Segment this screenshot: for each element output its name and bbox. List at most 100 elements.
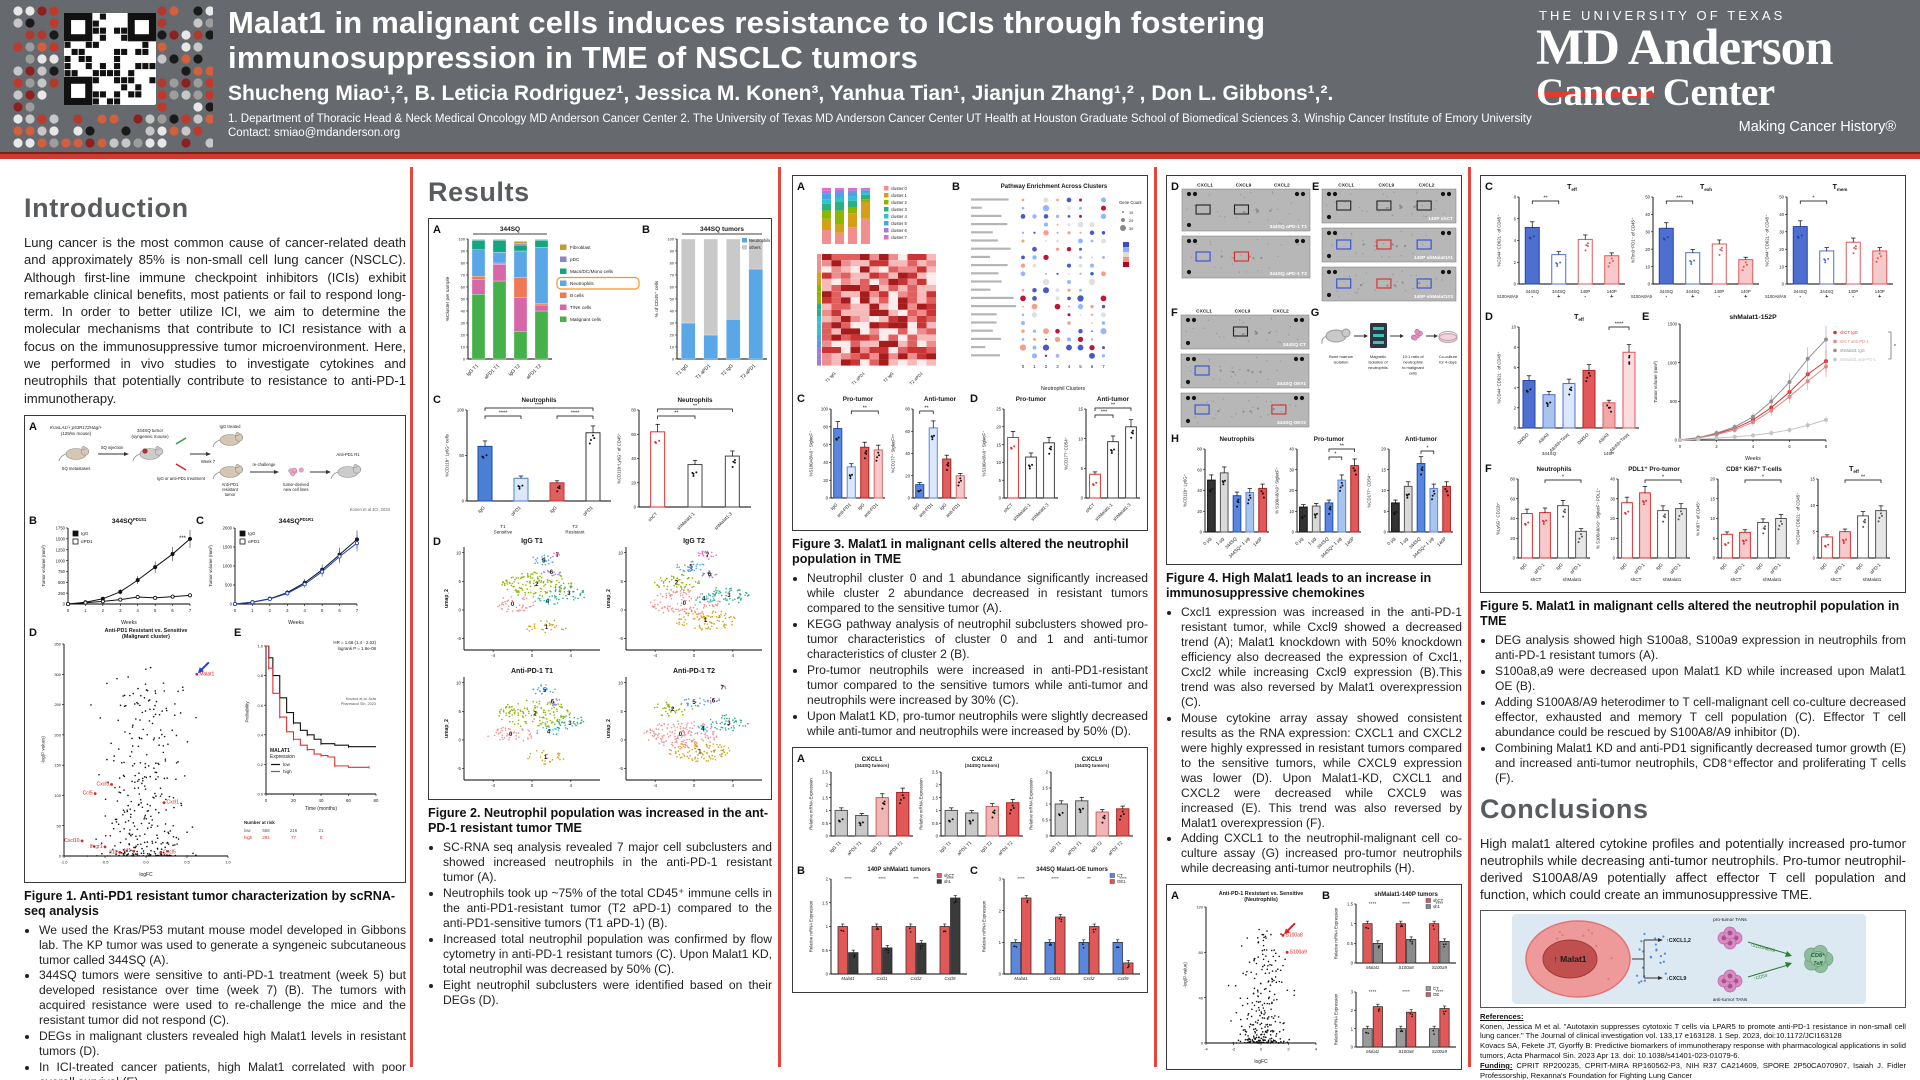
figure1-bullets: We used the Kras/P53 mutant mouse model … — [39, 923, 406, 1080]
panel-letter: C — [195, 514, 204, 527]
svg-text:Malat1: Malat1 — [841, 976, 855, 981]
svg-text:CXCL9: CXCL9 — [1234, 309, 1250, 315]
panel-letter: D — [433, 536, 441, 548]
svg-text:****: **** — [1369, 989, 1377, 995]
svg-text:aPD1 T1: aPD1 T1 — [846, 839, 863, 856]
svg-text:21: 21 — [319, 828, 324, 833]
svg-text:500: 500 — [1670, 399, 1678, 404]
svg-text:****: **** — [535, 403, 544, 409]
svg-text:0: 0 — [1384, 530, 1387, 535]
svg-text:7: 7 — [189, 608, 192, 613]
svg-text:0: 0 — [936, 833, 939, 838]
svg-text:****: **** — [1402, 989, 1410, 995]
svg-text:CXCL1: CXCL1 — [862, 756, 883, 763]
svg-text:1: 1 — [544, 755, 548, 761]
svg-text:0.4: 0.4 — [258, 732, 264, 737]
svg-text:80: 80 — [1199, 950, 1204, 955]
panel-letter: D — [29, 626, 37, 639]
svg-text:Bone marrow: Bone marrow — [1329, 354, 1353, 359]
svg-text:Teff: Teff — [1567, 184, 1577, 192]
svg-text:%CD44⁺CD62L⁻ of CD45⁺: %CD44⁺CD62L⁻ of CD45⁺ — [1496, 215, 1501, 267]
svg-text:Weeks: Weeks — [1745, 456, 1761, 462]
svg-text:140P: 140P — [1604, 451, 1615, 456]
svg-text:1: 1 — [1351, 922, 1354, 927]
svg-text:Weeks: Weeks — [288, 620, 304, 626]
svg-text:10: 10 — [1610, 536, 1615, 541]
svg-text:4: 4 — [136, 608, 139, 613]
svg-text:500: 500 — [58, 580, 66, 585]
svg-text:αPD1: αPD1 — [582, 505, 594, 517]
svg-text:shMalat1-3: shMalat1-3 — [713, 511, 733, 531]
svg-text:Neutrophils: Neutrophils — [1536, 466, 1571, 473]
md-anderson-logo: THE UNIVERSITY OF TEXAS MD Anderson Canc… — [1536, 8, 1896, 135]
svg-text:1: 1 — [545, 625, 549, 631]
caption-bullet: Eight neutrophil subclusters were identi… — [443, 978, 772, 1008]
svg-text:50: 50 — [1645, 195, 1650, 200]
svg-text:shMalat1: shMalat1 — [1862, 577, 1881, 582]
caption-bullet: We used the Kras/P53 mutant mouse model … — [39, 923, 406, 968]
svg-text:****: **** — [1119, 876, 1127, 882]
svg-text:*: * — [1662, 475, 1665, 481]
svg-text:Cxcl9: Cxcl9 — [1117, 976, 1129, 981]
svg-text:high: high — [283, 769, 292, 774]
figure4-caption-title: Figure 4. High Malat1 leads to an increa… — [1166, 571, 1432, 601]
panel-letter: H — [1171, 433, 1179, 445]
caption-bullet: DEGs in malignant clusters revealed high… — [39, 1029, 406, 1059]
figure1-caption: Figure 1. Anti-PD1 resistant tumor chara… — [24, 889, 406, 1080]
caption-bullet: SC-RNA seq analysis revealed 7 major cel… — [443, 840, 772, 885]
svg-text:(syngeneic mouse): (syngeneic mouse) — [131, 434, 169, 439]
conclusions-text: High malat1 altered cytokine profiles an… — [1480, 835, 1906, 903]
svg-text:344SQPD1R1: 344SQPD1R1 — [279, 517, 314, 525]
svg-text:0: 0 — [1022, 364, 1025, 369]
qr-code-decoration — [8, 3, 213, 149]
svg-text:350: 350 — [54, 641, 61, 646]
svg-text:Relative mRNA Expression: Relative mRNA Expression — [1333, 908, 1338, 960]
svg-text:100: 100 — [458, 237, 465, 242]
svg-text:% of CD45⁺ cells: % of CD45⁺ cells — [654, 280, 660, 317]
svg-text:0: 0 — [999, 496, 1002, 501]
svg-text:aPD-1: aPD-1 — [1633, 562, 1646, 575]
panel-letter: F — [1485, 463, 1492, 475]
svg-text:new cell lines: new cell lines — [284, 487, 309, 492]
svg-text:logFC: logFC — [139, 872, 153, 878]
svg-text:3: 3 — [727, 593, 731, 599]
svg-text:300: 300 — [54, 672, 61, 677]
svg-text:T2 aPD1: T2 aPD1 — [739, 363, 757, 381]
svg-text:40: 40 — [1610, 477, 1615, 482]
svg-text:-5: -5 — [619, 766, 623, 771]
svg-text:Macs/DC/Mono cells: Macs/DC/Mono cells — [570, 269, 614, 274]
svg-text:40: 40 — [1510, 516, 1515, 521]
svg-text:**: ** — [1543, 196, 1548, 202]
svg-text:resistant: resistant — [222, 487, 239, 492]
fig1-mouse-model-diagram: KrasLA1/+;p53R172HΔg/+(129/sv mouse)SQ m… — [38, 420, 394, 514]
svg-text:-log(P values): -log(P values) — [40, 735, 45, 763]
svg-text:0 µg: 0 µg — [1294, 536, 1304, 546]
svg-text:****: **** — [571, 411, 580, 417]
svg-text:CT: CT — [1117, 873, 1123, 878]
figure2-caption: Figure 2. Neutrophil population was incr… — [428, 806, 772, 1008]
introduction-text: Lung cancer is the most common cause of … — [24, 235, 406, 406]
funding-label: Funding: — [1480, 1060, 1513, 1070]
svg-text:6: 6 — [1789, 444, 1792, 449]
svg-text:7: 7 — [720, 685, 724, 691]
svg-text:Tumor volume (mm³): Tumor volume (mm³) — [41, 544, 46, 586]
svg-text:IgG: IgG — [1655, 562, 1664, 571]
svg-text:5: 5 — [692, 700, 696, 706]
svg-text:aPD1 T2: aPD1 T2 — [525, 363, 543, 381]
logo-center: Center — [1662, 71, 1775, 114]
svg-text:5: 5 — [621, 709, 624, 714]
svg-text:shMalat1-1: shMalat1-1 — [676, 511, 696, 531]
svg-text:umap_2: umap_2 — [606, 589, 612, 608]
svg-text:**: ** — [1340, 444, 1345, 450]
svg-text:Expression: Expression — [270, 754, 295, 760]
svg-text:6: 6 — [712, 698, 716, 704]
svg-text:3: 3 — [119, 608, 122, 613]
svg-text:0: 0 — [621, 738, 624, 743]
svg-text:**: ** — [674, 411, 679, 417]
svg-text:0: 0 — [908, 496, 911, 501]
figure2-bullets: SC-RNA seq analysis revealed 7 major cel… — [443, 840, 772, 1008]
svg-text:IgG: IgG — [248, 531, 256, 536]
